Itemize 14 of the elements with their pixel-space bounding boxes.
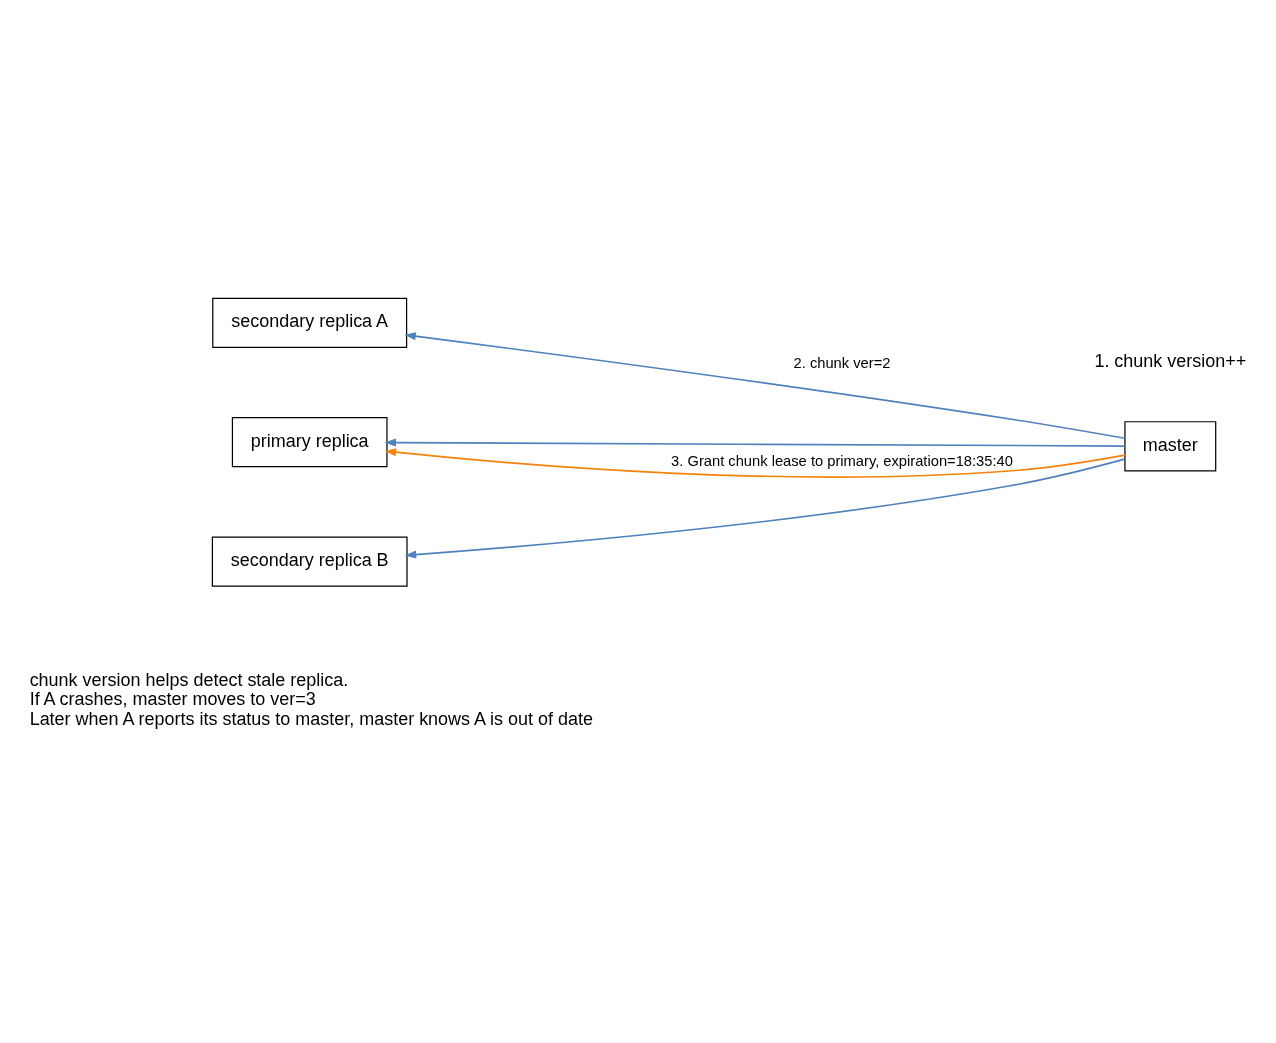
label: If A crashes, master moves to ver=3 — [29, 689, 316, 710]
label: 1. chunk version++ — [1094, 350, 1247, 371]
node-box: master — [1124, 421, 1217, 472]
node-box: primary replica — [231, 417, 388, 468]
label: Later when A reports its status to master, master knows A is out of date — [29, 708, 593, 729]
edge-label: 2. chunk ver=2 — [793, 355, 891, 372]
arrow — [404, 332, 1126, 440]
label: chunk version helps detect stale replica. — [29, 669, 349, 690]
edge-label: 3. Grant chunk lease to primary, expiration=18:35:40 — [671, 453, 1013, 470]
arrow — [384, 448, 1126, 478]
arrow — [404, 458, 1126, 559]
node-box: secondary replica A — [212, 297, 408, 348]
node-box: secondary replica B — [211, 536, 408, 587]
arrow — [384, 438, 1126, 447]
